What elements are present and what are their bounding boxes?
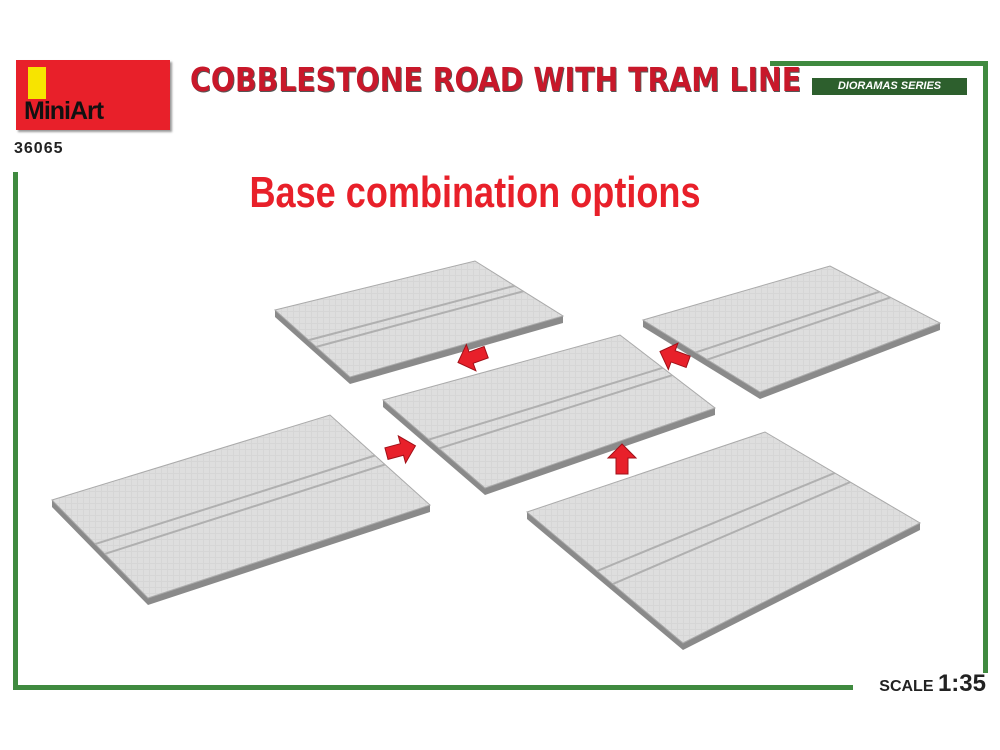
slab-edge bbox=[527, 512, 920, 650]
tram-rail bbox=[695, 290, 880, 354]
product-title: COBBLESTONE ROAD WITH TRAM LINE bbox=[190, 60, 802, 99]
page-heading: Base combination options bbox=[249, 168, 701, 217]
tram-rail bbox=[104, 463, 386, 555]
tram-rail bbox=[315, 290, 524, 348]
red-arrow-icon bbox=[457, 343, 489, 372]
red-arrow-icon bbox=[384, 434, 417, 465]
frame-bottom bbox=[13, 685, 853, 690]
cobblestone-slab bbox=[641, 265, 942, 393]
scale-label: SCALE 1:35 bbox=[879, 670, 986, 698]
tram-rail bbox=[612, 481, 851, 585]
red-arrow-icon bbox=[606, 443, 638, 475]
tram-rail bbox=[428, 366, 664, 441]
product-code: 36065 bbox=[14, 140, 64, 157]
frame-top bbox=[770, 61, 988, 66]
tram-rail bbox=[707, 296, 891, 361]
series-badge: DIORAMAS SERIES bbox=[812, 78, 967, 95]
frame-right bbox=[983, 61, 988, 673]
scale-text: SCALE bbox=[879, 678, 934, 695]
slab-edge bbox=[643, 320, 940, 399]
tram-rail bbox=[94, 454, 376, 546]
red-arrow-icon bbox=[659, 342, 691, 371]
tram-rail bbox=[308, 284, 515, 342]
logo-text: MiniArt bbox=[24, 97, 104, 125]
cobblestone-slab bbox=[51, 414, 431, 599]
frame-left bbox=[13, 172, 18, 690]
tram-rail bbox=[596, 472, 836, 572]
miniart-logo: MiniArt bbox=[16, 60, 170, 130]
tram-rail bbox=[438, 374, 673, 450]
scale-value: 1:35 bbox=[937, 670, 986, 697]
cobblestone-slab bbox=[381, 334, 717, 489]
